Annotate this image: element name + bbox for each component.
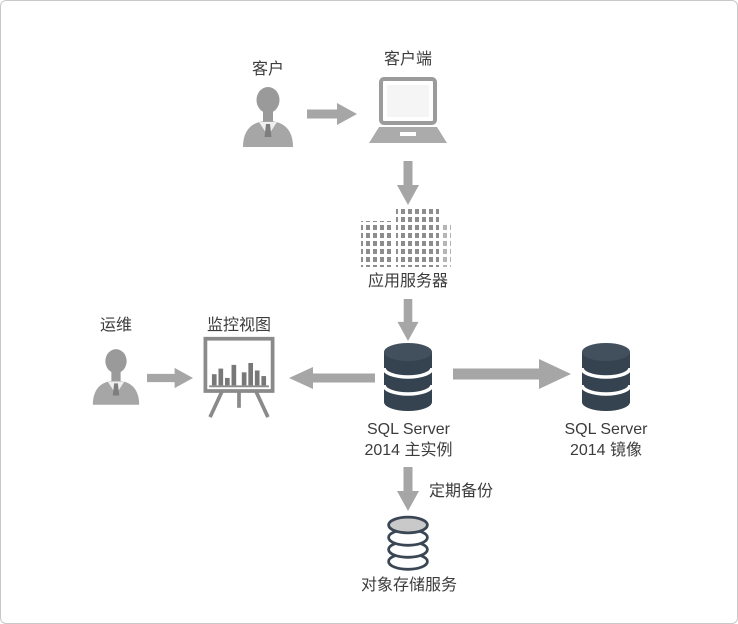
customer-label: 客户 bbox=[251, 61, 284, 78]
monitor-view-label: 监控视图 bbox=[206, 317, 271, 334]
person-bust-icon bbox=[241, 85, 295, 147]
arrow-ops-to-monitor bbox=[147, 367, 193, 389]
backup-edge-label: 定期备份 bbox=[429, 483, 494, 500]
sql-primary-label: SQL Server 2014 主实例 bbox=[346, 419, 471, 461]
database-cylinder-icon bbox=[580, 343, 632, 413]
arrow-appserver-to-sql-primary bbox=[397, 299, 419, 341]
sql-primary-label-line2: 2014 主实例 bbox=[364, 442, 453, 459]
office-buildings-icon bbox=[359, 209, 451, 267]
sql-mirror-label: SQL Server 2014 镜像 bbox=[551, 419, 661, 461]
client-label: 客户端 bbox=[383, 51, 432, 68]
sql-primary-label-line1: SQL Server bbox=[367, 421, 450, 438]
ops-label: 运维 bbox=[99, 317, 132, 334]
bar-chart-easel-icon bbox=[197, 335, 281, 419]
sql-mirror-label-line2: 2014 镜像 bbox=[569, 442, 643, 459]
storage-rings-icon bbox=[384, 513, 432, 573]
person-bust-icon bbox=[91, 347, 141, 405]
arrow-sql-primary-to-storage bbox=[397, 467, 419, 511]
arrow-sql-primary-to-mirror bbox=[453, 359, 571, 389]
arrow-customer-to-client bbox=[307, 103, 357, 125]
arrow-client-to-appserver bbox=[397, 161, 419, 205]
object-storage-label: 对象存储服务 bbox=[360, 577, 457, 594]
laptop-icon bbox=[361, 77, 455, 149]
sql-mirror-label-line1: SQL Server bbox=[564, 421, 648, 438]
app-server-label: 应用服务器 bbox=[367, 273, 448, 290]
arrow-sql-primary-to-monitor bbox=[289, 367, 375, 389]
database-cylinder-icon bbox=[382, 343, 434, 413]
